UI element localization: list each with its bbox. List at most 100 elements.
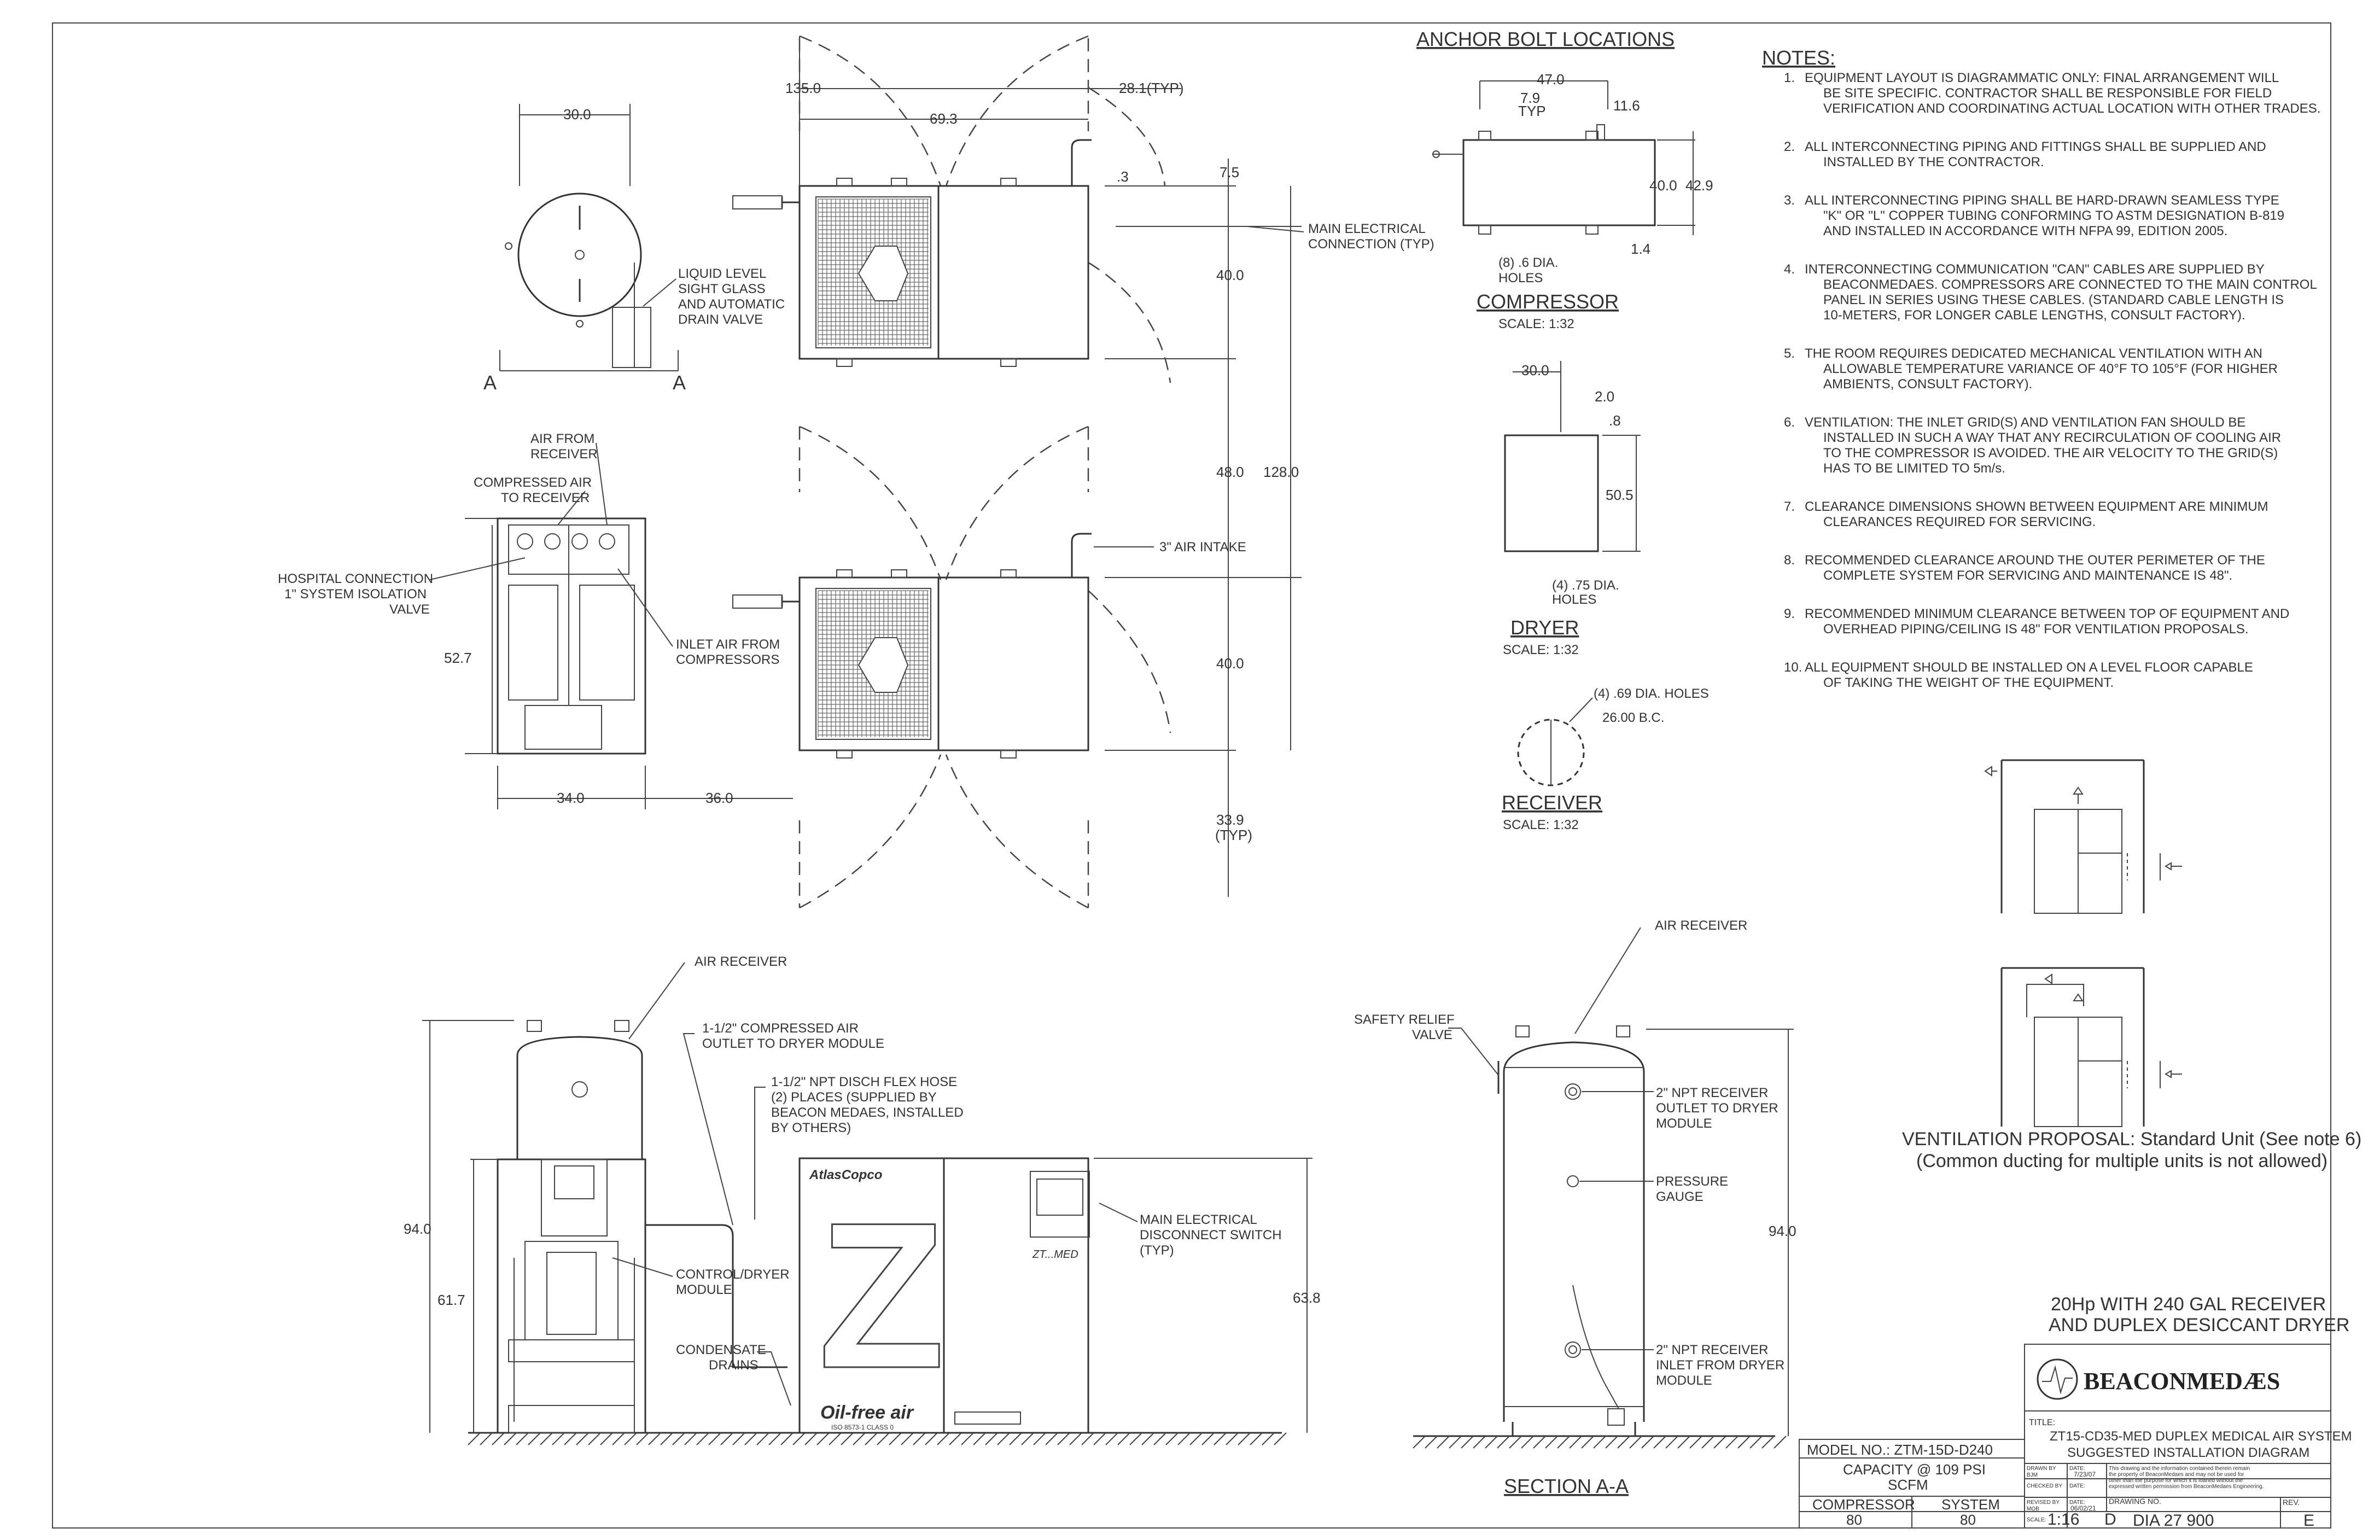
receiver-diameter: 30.0 bbox=[563, 106, 591, 122]
note-line: BEACONMEDAES. COMPRESSORS ARE CONNECTED … bbox=[1823, 277, 2317, 292]
dryer-holes-1: (4) .75 DIA. bbox=[1552, 578, 1619, 593]
compressor-1-plan bbox=[732, 139, 1092, 367]
plan-dim-d1: .3 bbox=[1117, 168, 1129, 185]
atlas-copco-logo: AtlasCopco bbox=[809, 1168, 882, 1182]
comp-anchor-scale: SCALE: 1:32 bbox=[1498, 317, 1574, 331]
dryer-anchor-a: 2.0 bbox=[1595, 388, 1614, 405]
label-hospital-3: VALVE bbox=[389, 602, 430, 617]
oil-free-logo: Oil-free air bbox=[820, 1402, 914, 1423]
drawing-no-label: DRAWING NO. bbox=[2109, 1497, 2161, 1506]
revised-by-name: MOB bbox=[2027, 1506, 2039, 1512]
system-desc-2: AND DUPLEX DESICCANT DRYER bbox=[2049, 1315, 2349, 1335]
plan-unit-width: 69.3 bbox=[930, 110, 958, 127]
col-compressor: COMPRESSOR bbox=[1812, 1496, 1915, 1513]
revised-by-label: REVISED BY bbox=[2027, 1500, 2060, 1506]
plan-total-depth: 128.0 bbox=[1263, 464, 1299, 480]
dryer-anchor-title: DRYER bbox=[1510, 616, 1579, 639]
z-logo: Z bbox=[818, 1179, 945, 1411]
disclaimer-4: expressed written permission from Beacon… bbox=[2109, 1484, 2264, 1490]
label-relief-1: SAFETY RELIEF bbox=[1354, 1012, 1455, 1027]
note-number: 5. bbox=[1784, 346, 1795, 361]
note-line: HAS TO BE LIMITED TO 5m/s. bbox=[1823, 461, 2005, 476]
label-sec-outlet-2: OUTLET TO DRYER bbox=[1656, 1101, 1778, 1116]
note-number: 9. bbox=[1784, 606, 1795, 621]
note-line: TO THE COMPRESSOR IS AVOIDED. THE AIR VE… bbox=[1823, 446, 2278, 460]
revision: E bbox=[2303, 1512, 2314, 1530]
label-module-1: CONTROL/DRYER bbox=[676, 1267, 790, 1282]
disclaimer-3: other than the purpose for which it is l… bbox=[2109, 1478, 2243, 1484]
note-line: CLEARANCES REQUIRED FOR SERVICING. bbox=[1823, 515, 2096, 529]
receiver-anchor-title: RECEIVER bbox=[1502, 791, 1602, 814]
receiver-anchor-plan: (4) .69 DIA. HOLES 26.00 B.C. RECEIVER S… bbox=[1502, 686, 1709, 832]
scale-label: SCALE: bbox=[2027, 1517, 2046, 1523]
notes-section: NOTES: 1.EQUIPMENT LAYOUT IS DIAGRAMMATI… bbox=[1762, 46, 2320, 690]
label-relief-2: VALVE bbox=[1412, 1028, 1452, 1042]
label-gauge-2: GAUGE bbox=[1656, 1189, 1704, 1204]
door-swing-arc bbox=[799, 754, 942, 909]
note-line: VERIFICATION AND COORDINATING ACTUAL LOC… bbox=[1823, 101, 2320, 116]
elev-h2: 61.7 bbox=[438, 1292, 465, 1308]
receiver-anchor-scale: SCALE: 1:32 bbox=[1503, 818, 1579, 832]
door-swing-arc bbox=[945, 754, 1089, 909]
label-sight-glass-3: AND AUTOMATIC bbox=[678, 297, 785, 312]
note-line: COMPLETE SYSTEM FOR SERVICING AND MAINTE… bbox=[1823, 568, 2232, 583]
note-line: BE SITE SPECIFIC. CONTRACTOR SHALL BE RE… bbox=[1823, 86, 2272, 101]
note-line: ALLOWABLE TEMPERATURE VARIANCE OF 40°F T… bbox=[1823, 361, 2278, 376]
label-inlet-air-1: INLET AIR FROM bbox=[676, 637, 780, 652]
dryer-anchor-w: 30.0 bbox=[1521, 362, 1549, 378]
note-line: OVERHEAD PIPING/CEILING IS 48" FOR VENTI… bbox=[1823, 622, 2249, 637]
dryer-anchor-b: .8 bbox=[1609, 412, 1621, 429]
comp-holes-1: (8) .6 DIA. bbox=[1498, 255, 1558, 270]
compressor-plan-view: 135.0 28.1(TYP) 69.3 bbox=[732, 35, 1434, 909]
note-line: CLEARANCE DIMENSIONS SHOWN BETWEEN EQUIP… bbox=[1805, 499, 2268, 514]
scale-value: 1:16 bbox=[2048, 1510, 2079, 1529]
plan-dim-d2: 7.5 bbox=[1220, 164, 1239, 180]
plan-bottom-typ: (TYP) bbox=[1215, 827, 1252, 843]
label-outlet-2: OUTLET TO DRYER MODULE bbox=[702, 1036, 884, 1051]
note-number: 6. bbox=[1784, 415, 1795, 430]
label-main-electrical-2: CONNECTION (TYP) bbox=[1308, 237, 1434, 252]
comp-holes-2: HOLES bbox=[1498, 271, 1543, 285]
comp-anchor-b: 11.6 bbox=[1613, 97, 1640, 114]
zt-med-label: ZT...MED bbox=[1032, 1249, 1078, 1261]
label-sec-outlet-3: MODULE bbox=[1656, 1116, 1712, 1131]
door-swing-arc bbox=[945, 425, 1089, 580]
label-disconnect-1: MAIN ELECTRICAL bbox=[1140, 1212, 1257, 1227]
label-air-from-2: RECEIVER bbox=[530, 447, 598, 462]
note-line: ALL EQUIPMENT SHOULD BE INSTALLED ON A L… bbox=[1805, 660, 2253, 675]
checked-by-label: CHECKED BY bbox=[2027, 1483, 2062, 1489]
elev-h3: 63.8 bbox=[1293, 1290, 1321, 1306]
date1-label: DATE: bbox=[2069, 1466, 2085, 1472]
dryer-anchor-plan: 30.0 2.0 .8 50.5 (4) .75 DIA. HOLES DRYE… bbox=[1503, 361, 1641, 657]
rev-label: REV. bbox=[2283, 1498, 2300, 1507]
compressor-2-plan bbox=[732, 533, 1092, 759]
disclaimer-2: the property of BeaconMedaes and may not… bbox=[2109, 1472, 2244, 1478]
note-line: OF TAKING THE WEIGHT OF THE EQUIPMENT. bbox=[1823, 675, 2114, 690]
door-swing-arc bbox=[799, 35, 942, 186]
label-main-electrical-1: MAIN ELECTRICAL bbox=[1308, 221, 1426, 236]
note-line: VENTILATION: THE INLET GRID(S) AND VENTI… bbox=[1805, 415, 2245, 430]
plan-unit2-depth: 40.0 bbox=[1216, 655, 1244, 672]
date1-value: 7/23/07 bbox=[2074, 1471, 2096, 1478]
comp-anchor-title: COMPRESSOR bbox=[1477, 290, 1619, 313]
label-sec-outlet-1: 2" NPT RECEIVER bbox=[1656, 1086, 1768, 1100]
label-compressed-air-2: TO RECEIVER bbox=[501, 491, 590, 505]
sheet-size: D bbox=[2104, 1510, 2116, 1529]
label-sec-receiver: AIR RECEIVER bbox=[1655, 918, 1747, 933]
front-elevation: AtlasCopco Z Oil-free air ISO 8573-1 CLA… bbox=[404, 954, 1321, 1445]
dryer-anchor-scale: SCALE: 1:32 bbox=[1503, 643, 1579, 657]
compressor-scfm: 80 bbox=[1846, 1512, 1862, 1528]
label-inlet-air-2: COMPRESSORS bbox=[676, 652, 779, 667]
elev-h1: 94.0 bbox=[404, 1221, 431, 1237]
drawn-by-label: DRAWN BY bbox=[2027, 1466, 2056, 1472]
note-line: THE ROOM REQUIRES DEDICATED MECHANICAL V… bbox=[1805, 346, 2262, 361]
col-system: SYSTEM bbox=[1941, 1496, 2000, 1513]
notes-title: NOTES: bbox=[1762, 46, 1835, 69]
section-height: 94.0 bbox=[1769, 1223, 1796, 1239]
drawing-number: DIA 27 900 bbox=[2133, 1512, 2214, 1530]
floor-hatch bbox=[1413, 1436, 1787, 1449]
label-hospital-1: HOSPITAL CONNECTION bbox=[278, 571, 433, 586]
plan-bottom-clear: 33.9 bbox=[1216, 812, 1244, 828]
capacity-label: CAPACITY @ 109 PSI bbox=[1843, 1461, 1986, 1478]
